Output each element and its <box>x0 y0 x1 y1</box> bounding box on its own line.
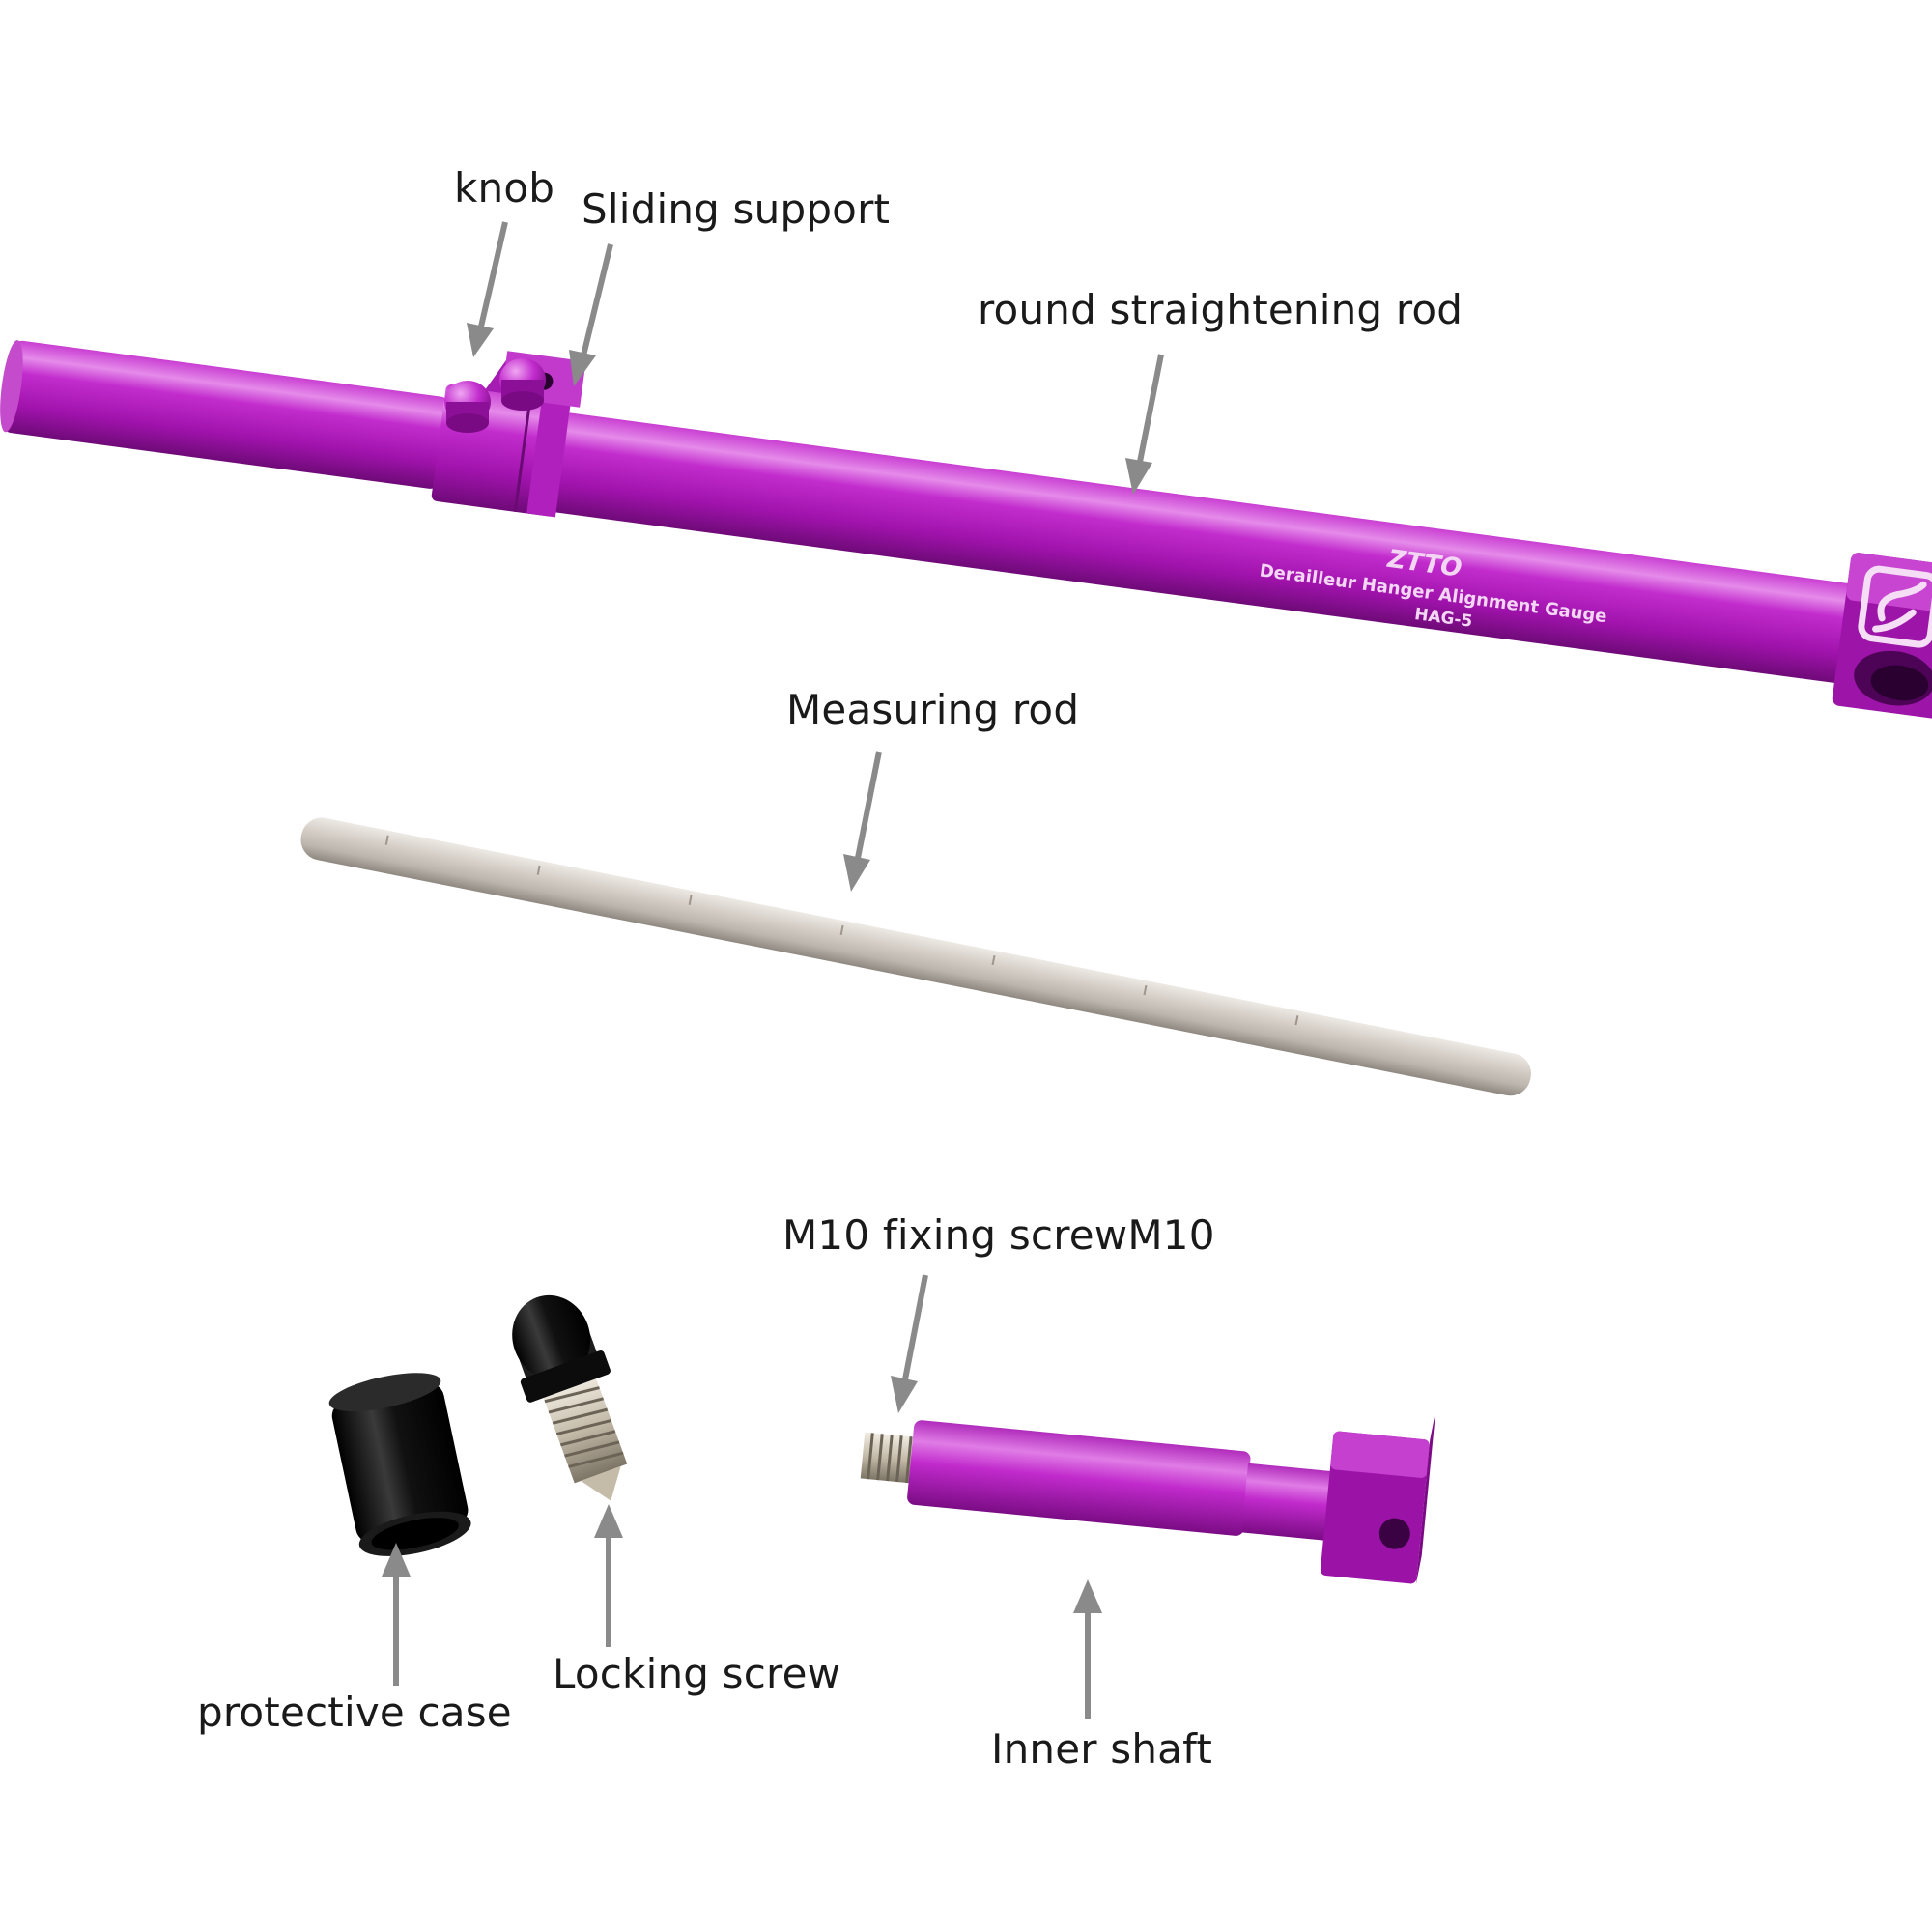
locking-screw <box>512 1294 628 1501</box>
measuring-rod-label: Measuring rod <box>786 686 1080 733</box>
round-straightening-rod-label: round straightening rod <box>978 286 1463 333</box>
knob-part <box>444 358 546 433</box>
arrow-inner-shaft <box>1073 1579 1102 1719</box>
arrow-m10-fixing-screw <box>891 1274 928 1413</box>
protective-case-label: protective case <box>197 1689 512 1736</box>
arrow-measuring-rod <box>843 751 882 892</box>
measuring-rod <box>300 817 1531 1096</box>
arrow-round-straightening-rod <box>1125 354 1164 495</box>
callout-arrows <box>382 221 1164 1719</box>
knob-label: knob <box>454 164 555 212</box>
arrow-protective-case <box>382 1543 411 1686</box>
protective-case <box>328 1373 471 1556</box>
m10-fixing-screw-label: M10 fixing screwM10 <box>782 1211 1215 1259</box>
inner-shaft-label: Inner shaft <box>991 1725 1213 1773</box>
sliding-support-label: Sliding support <box>582 185 891 233</box>
arrow-knob <box>467 221 508 357</box>
round-straightening-rod: ZTTO Derailleur Hanger Alignment Gauge H… <box>0 340 1932 721</box>
arrow-locking-screw <box>594 1504 623 1647</box>
locking-screw-label: Locking screw <box>553 1650 841 1697</box>
arrow-sliding-support <box>569 243 613 386</box>
inner-shaft <box>860 1411 1436 1584</box>
